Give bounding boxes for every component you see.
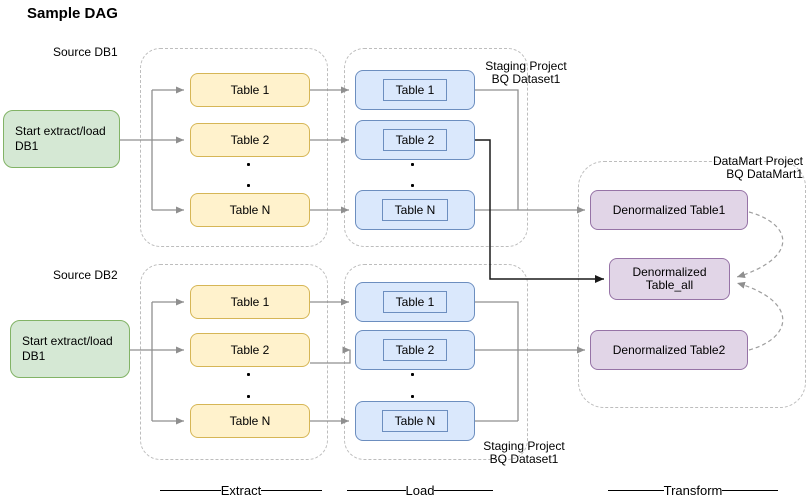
staging-db2-label: Staging Project BQ Dataset1 [462, 440, 586, 466]
denormalized-table-all-line2: Table_all [645, 278, 694, 292]
phase-load-label: Load [405, 482, 435, 498]
staging-db2-label-line1: Staging Project [483, 439, 565, 453]
source-db1-label: Source DB1 [53, 45, 118, 59]
phase-extract-line-left [160, 489, 221, 491]
extract-db2-table2-node: Table 2 [190, 333, 310, 367]
start-node-db2-line2: DB1 [22, 349, 46, 363]
phase-extract-label: Extract [220, 482, 262, 498]
start-node-db2-line1: Start extract/load [22, 334, 113, 348]
phase-transform: Transform [608, 482, 778, 498]
extract-db1-table1-node: Table 1 [190, 73, 310, 107]
ellipsis-dot [411, 163, 414, 166]
load-db1-table2-label: Table 2 [382, 129, 448, 151]
phase-load: Load [347, 482, 494, 498]
denormalized-table-all-node: Denormalized Table_all [609, 258, 730, 300]
phase-extract-line-right [261, 489, 322, 491]
phase-load-line-right [434, 489, 494, 491]
ellipsis-dot [247, 184, 250, 187]
ellipsis-dot [411, 373, 414, 376]
start-node-db1-line1: Start extract/load [15, 124, 106, 138]
extract-db2-tableN-node: Table N [190, 404, 310, 438]
ellipsis-dot [247, 373, 250, 376]
denormalized-table-all-line1: Denormalized [632, 265, 707, 279]
load-db1-table1-node: Table 1 [355, 70, 475, 110]
staging-db1-label: Staging Project BQ Dataset1 [464, 60, 588, 86]
datamart-label-line2: BQ DataMart1 [726, 167, 803, 181]
load-db2-table2-label: Table 2 [382, 339, 448, 361]
load-db1-tableN-label: Table N [381, 199, 449, 221]
load-db2-table2-node: Table 2 [355, 330, 475, 370]
staging-db1-label-line2: BQ Dataset1 [491, 72, 561, 86]
phase-extract: Extract [160, 482, 322, 498]
denormalized-table1-node: Denormalized Table1 [590, 190, 748, 230]
extract-db1-table2-node: Table 2 [190, 123, 310, 157]
ellipsis-dot [411, 184, 414, 187]
datamart-label: DataMart Project BQ DataMart1 [683, 155, 803, 181]
extract-db1-group [140, 48, 328, 247]
staging-db2-label-line2: BQ Dataset1 [489, 452, 559, 466]
load-db1-table1-label: Table 1 [382, 79, 448, 101]
start-node-db1-line2: DB1 [15, 139, 39, 153]
phase-transform-line-right [722, 489, 778, 491]
phase-load-line-left [347, 489, 406, 491]
load-db2-tableN-node: Table N [355, 401, 475, 441]
start-node-db2: Start extract/load DB1 [10, 320, 130, 378]
phase-transform-label: Transform [663, 482, 723, 498]
load-db2-table1-node: Table 1 [355, 282, 475, 322]
load-db1-tableN-node: Table N [355, 190, 475, 230]
ellipsis-dot [247, 163, 250, 166]
datamart-label-line1: DataMart Project [712, 154, 803, 168]
source-db2-label: Source DB2 [53, 268, 118, 282]
start-node-db1: Start extract/load DB1 [3, 110, 120, 168]
load-db2-tableN-label: Table N [381, 410, 449, 432]
denormalized-table2-node: Denormalized Table2 [590, 330, 748, 370]
phase-transform-line-left [608, 489, 664, 491]
load-db1-table2-node: Table 2 [355, 120, 475, 160]
page-title: Sample DAG [27, 5, 118, 22]
extract-db1-tableN-node: Table N [190, 193, 310, 227]
ellipsis-dot [411, 395, 414, 398]
extract-db2-table1-node: Table 1 [190, 285, 310, 319]
datamart-group [578, 161, 806, 408]
staging-db1-label-line1: Staging Project [485, 59, 567, 73]
load-db2-table1-label: Table 1 [382, 291, 448, 313]
ellipsis-dot [247, 395, 250, 398]
